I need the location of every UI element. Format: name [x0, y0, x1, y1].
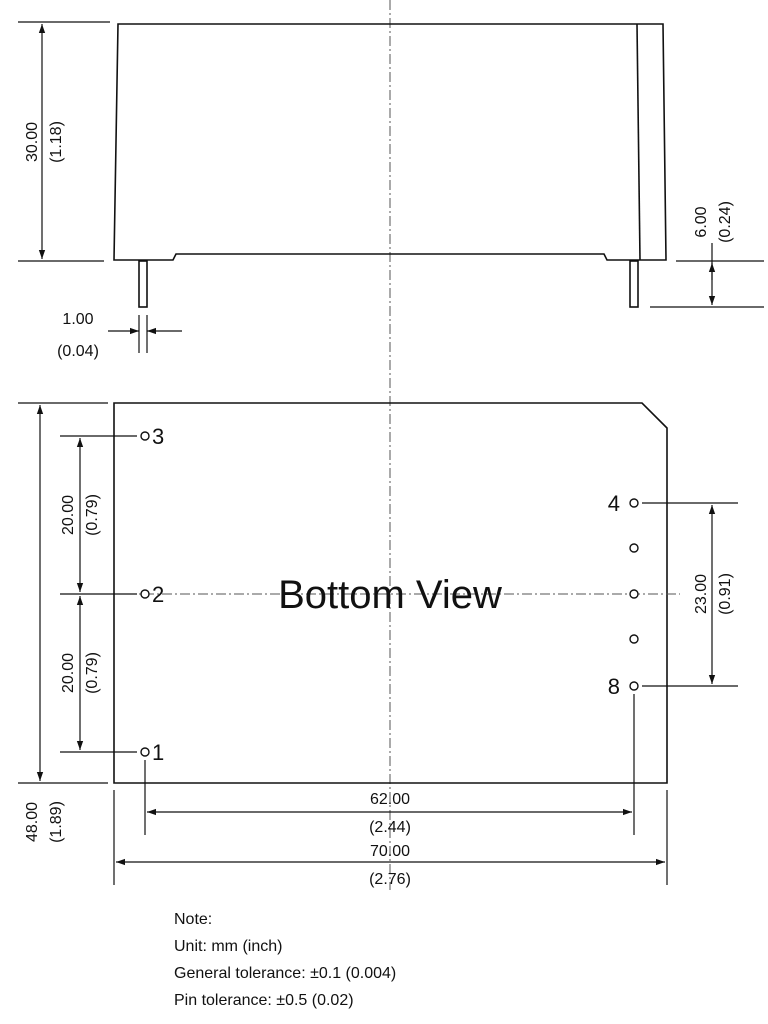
pinspan-text-inch: (2.44)	[369, 819, 411, 836]
width-text-inch: (2.76)	[369, 871, 411, 888]
pin-7	[629, 634, 639, 644]
side-pin-right	[629, 260, 639, 308]
pin-8-label: 8	[608, 674, 620, 699]
bottom-view-title: Bottom View	[278, 573, 502, 617]
pinspan-text: 62.00	[370, 791, 410, 808]
pin-1-label: 1	[152, 740, 164, 765]
pindia-dim-text: 1.00	[62, 311, 93, 328]
pinlen-dim-text-inch: (0.24)	[717, 201, 734, 243]
depth-dim-text-inch: (1.89)	[48, 801, 65, 843]
pin-8	[629, 681, 639, 691]
pitch-upper-text: 20.00	[60, 495, 77, 535]
rspan-dim-text-inch: (0.91)	[717, 573, 734, 615]
pin-5	[629, 543, 639, 553]
pin-2	[140, 589, 150, 599]
pin-3	[140, 431, 150, 441]
width-text: 70.00	[370, 843, 410, 860]
rspan-dim-text: 23.00	[693, 574, 710, 614]
side-pin-left	[138, 260, 148, 308]
pin-6	[629, 589, 639, 599]
pitch-lower-text-inch: (0.79)	[84, 652, 101, 694]
bottom-body-outline	[113, 402, 668, 784]
pindia-dim-text-inch: (0.04)	[57, 343, 99, 360]
pin-1	[140, 747, 150, 757]
height-dim-text-inch: (1.18)	[48, 121, 65, 163]
pin-2-label: 2	[152, 582, 164, 607]
pitch-upper-text-inch: (0.79)	[84, 494, 101, 536]
notes-unit: Unit: mm (inch)	[174, 938, 283, 955]
pin-3-label: 3	[152, 424, 164, 449]
side-body-outline	[113, 23, 667, 261]
pitch-lower-text: 20.00	[60, 653, 77, 693]
pinlen-dim-text: 6.00	[693, 206, 710, 237]
side-body-edge	[636, 23, 641, 261]
notes-pin-tolerance: Pin tolerance: ±0.5 (0.02)	[174, 992, 354, 1009]
pin-4	[629, 498, 639, 508]
notes-heading: Note:	[174, 911, 213, 928]
height-dim-text: 30.00	[24, 122, 41, 162]
pin-4-label: 4	[608, 491, 620, 516]
bottom-view: Bottom View 3 2 1 4 8 20.00 (0.79) 20.00…	[18, 402, 738, 888]
depth-dim-text: 48.00	[24, 802, 41, 842]
notes-block: Note: Unit: mm (inch) General tolerance:…	[174, 906, 396, 1014]
notes-general-tolerance: General tolerance: ±0.1 (0.004)	[174, 965, 397, 982]
side-view: 30.00 (1.18) 6.00 (0.24) 1.00 (0.04)	[18, 21, 764, 360]
